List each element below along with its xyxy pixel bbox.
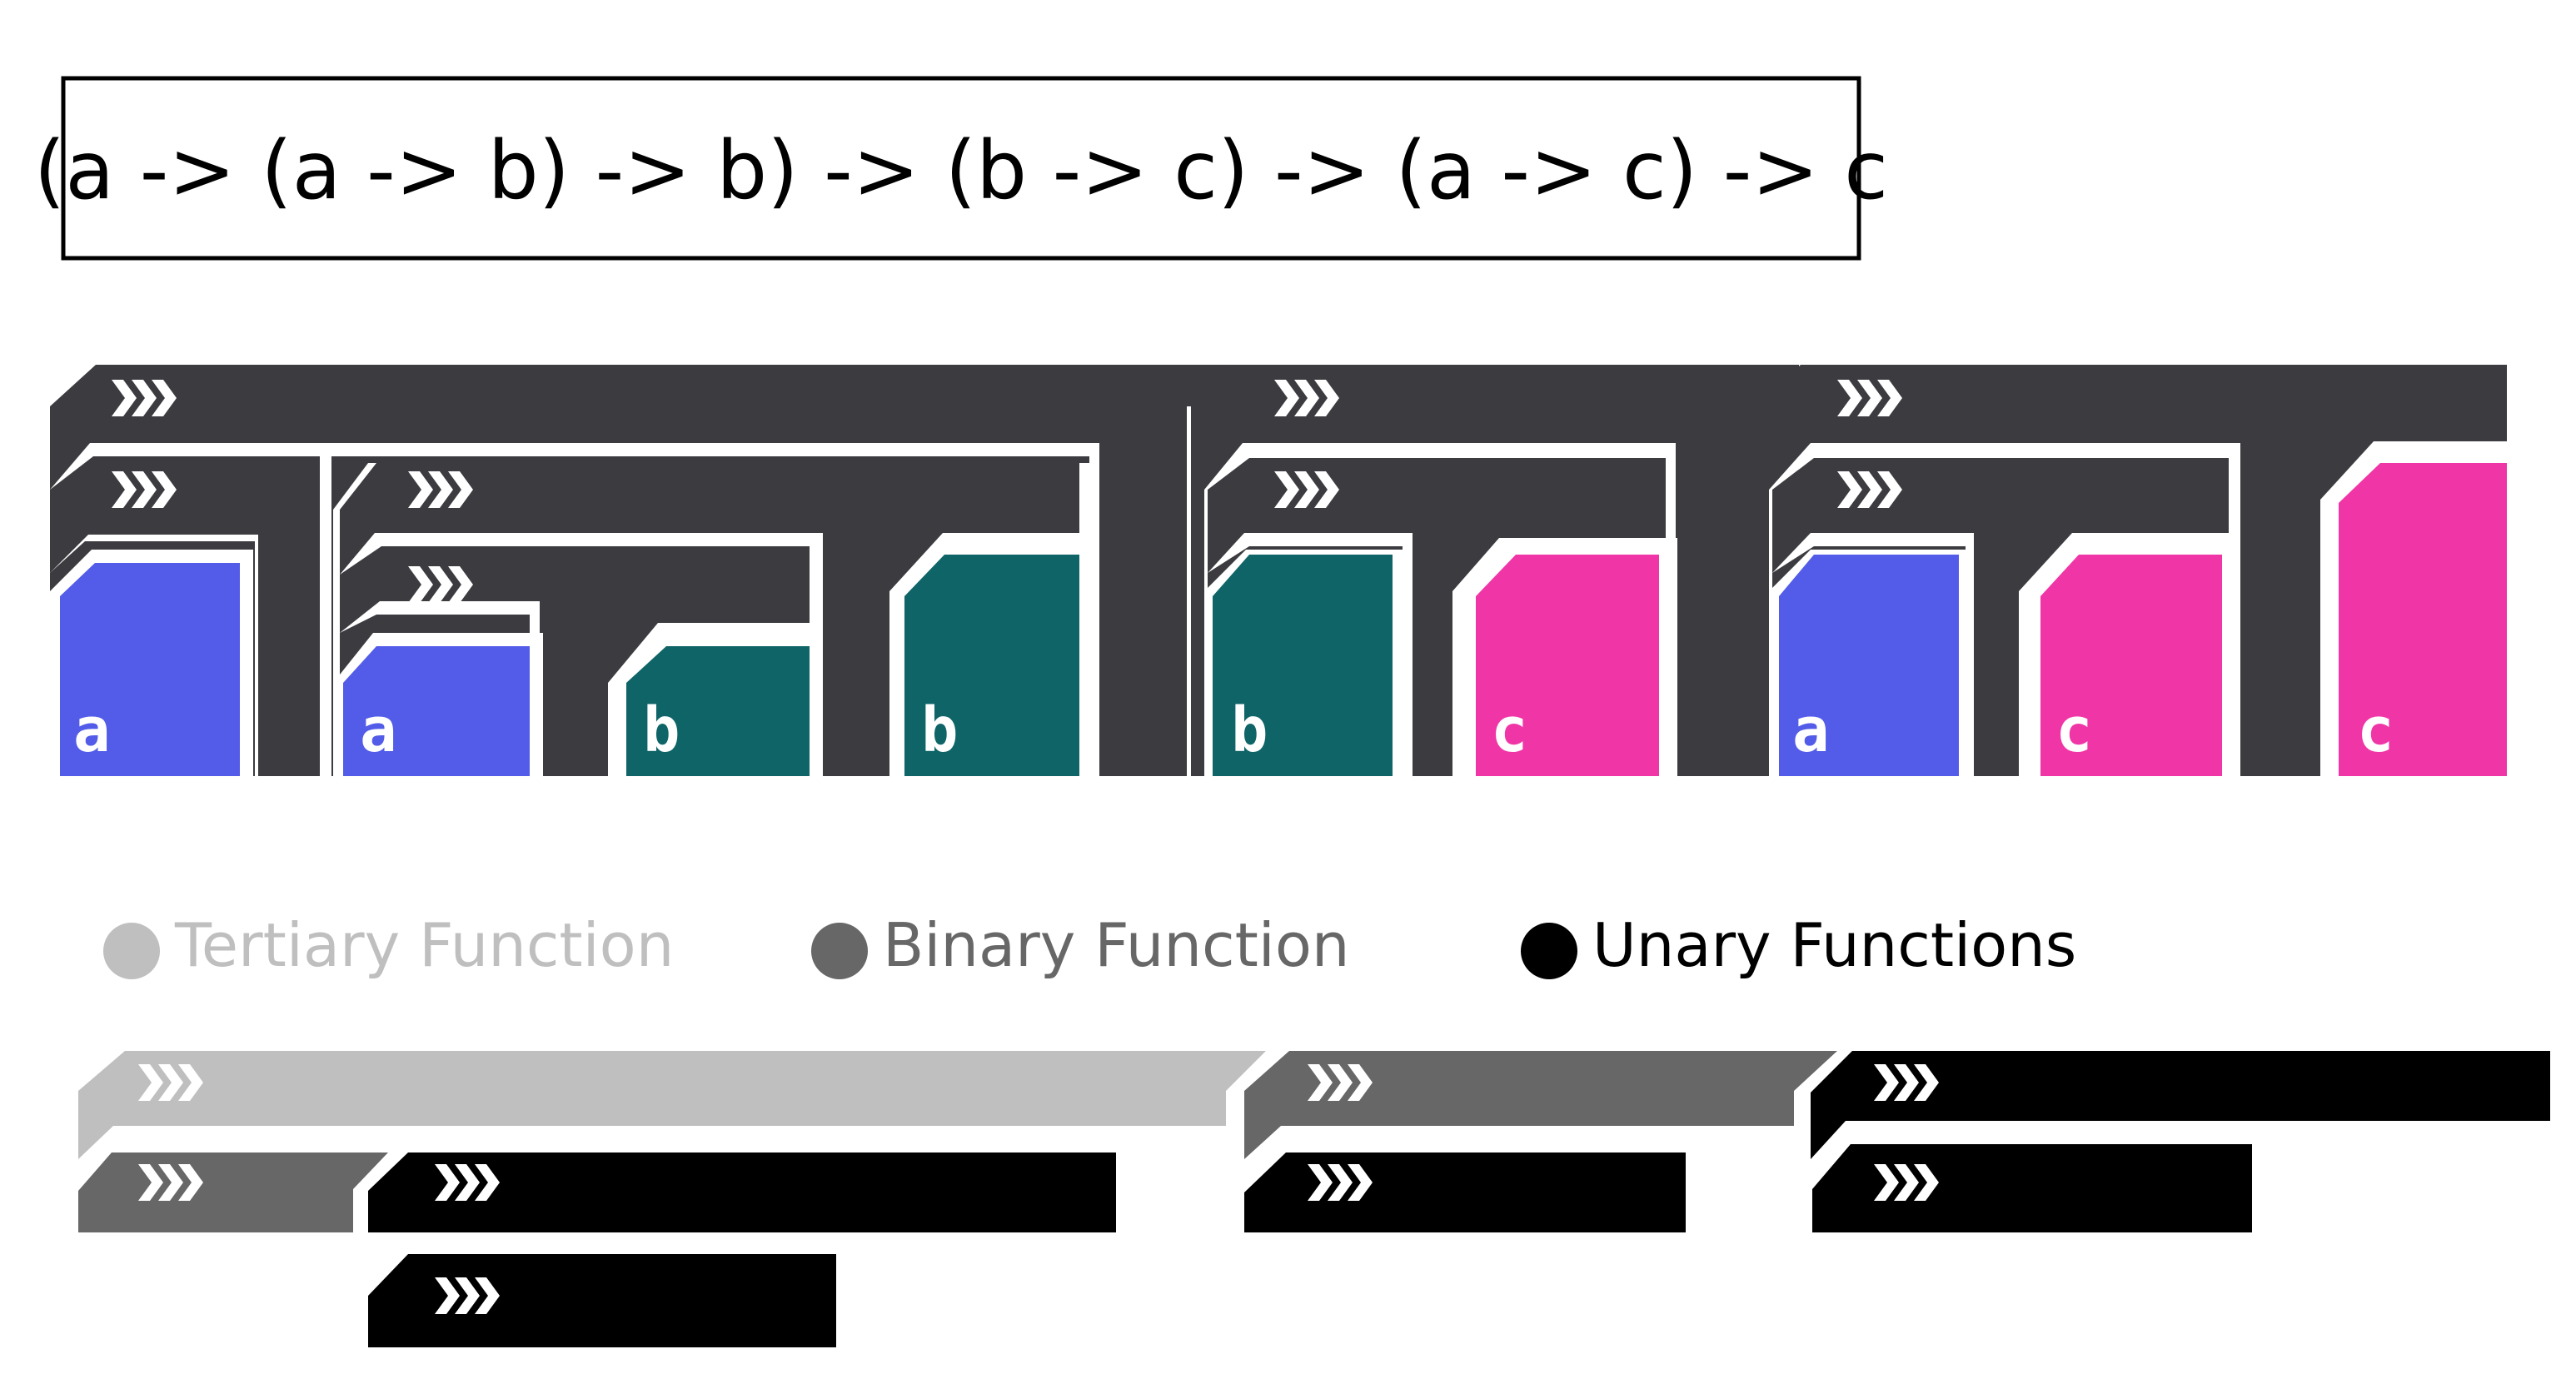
- type-label: c: [2357, 694, 2394, 766]
- legend-label: Unary Functions: [1592, 910, 2076, 980]
- legend-item-tertiary: Tertiary Function: [103, 910, 674, 980]
- legend-dot: [811, 923, 868, 979]
- type-label: b: [921, 694, 959, 766]
- signature-box: (a -> (a -> b) -> b) -> (b -> c) -> (a -…: [34, 76, 1888, 261]
- type-label: a: [1792, 694, 1830, 766]
- type-block-c-3: c: [2320, 441, 2532, 776]
- type-label: c: [1491, 694, 1528, 766]
- type-label: a: [360, 694, 397, 766]
- type-label: b: [643, 694, 680, 766]
- type-block-a-3: a: [1769, 550, 1974, 776]
- type-block-c-2: c: [2019, 533, 2239, 776]
- type-label: c: [2055, 694, 2093, 766]
- signature-text: (a -> (a -> b) -> b) -> (b -> c) -> (a -…: [34, 124, 1888, 217]
- tertiary-bar: [78, 1051, 1266, 1159]
- legend-dot: [1521, 923, 1577, 979]
- type-label: b: [1231, 694, 1268, 766]
- type-block-a-2: a: [333, 633, 543, 776]
- legend-label: Tertiary Function: [174, 910, 674, 980]
- type-block-a-1: a: [50, 550, 253, 776]
- type-block-b-3: b: [1204, 550, 1406, 776]
- legend-item-unary: Unary Functions: [1521, 910, 2076, 980]
- legend-dot: [103, 923, 160, 979]
- type-block-b-2: b: [889, 533, 1094, 776]
- unary-bar-5: [1812, 1144, 2252, 1232]
- unary-bar-2: [368, 1254, 836, 1347]
- legend-item-binary: Binary Function: [811, 910, 1350, 980]
- unary-bar-4: [1811, 1051, 2550, 1159]
- type-blocks: a a b b b c: [50, 441, 2532, 776]
- type-block-b-1: b: [608, 623, 821, 776]
- type-block-c-1: c: [1452, 538, 1677, 776]
- type-label: a: [73, 694, 111, 766]
- binary-bar-1: [78, 1152, 388, 1232]
- unary-bar-1: [368, 1152, 1116, 1232]
- binary-bar-2: [1244, 1051, 1837, 1159]
- legend-label: Binary Function: [883, 910, 1350, 980]
- legend: Tertiary Function Binary Function Unary …: [103, 910, 2076, 980]
